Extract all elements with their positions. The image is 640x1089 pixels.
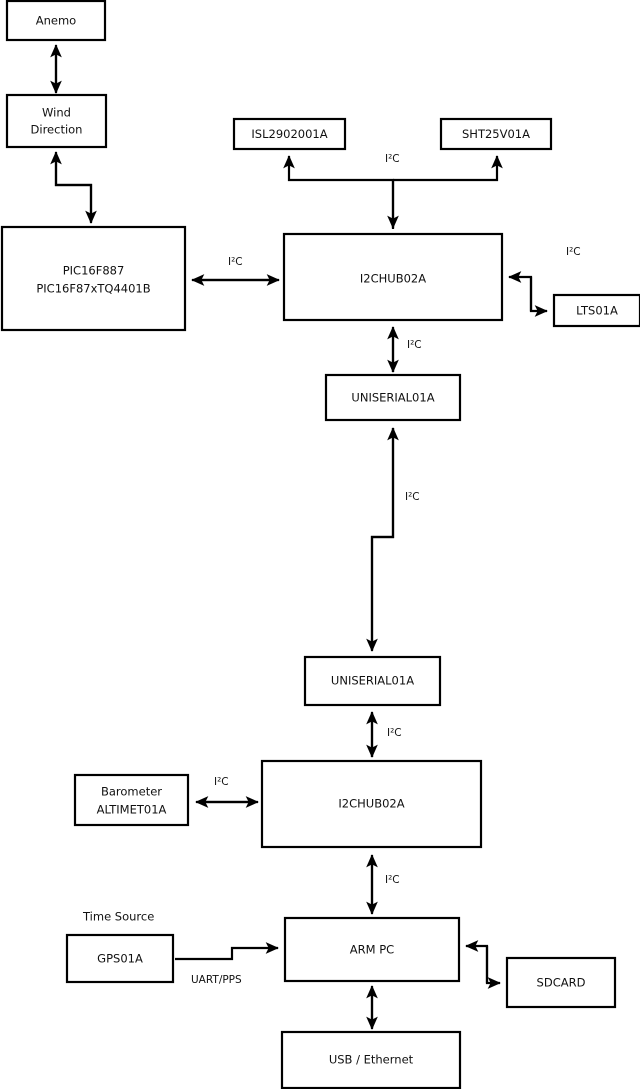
edge-arrow-up [50, 151, 93, 222]
label-time-source: Time Source [82, 910, 154, 924]
edge-armpc-sdcard [465, 940, 501, 989]
node-barometer[interactable]: Barometer ALTIMET01A [73, 773, 190, 827]
node-arm-pc[interactable]: ARM PC [283, 916, 461, 983]
edge-arrow-down [366, 428, 395, 652]
node-box[interactable] [65, 933, 175, 984]
node-label-wind-line2: Direction [31, 123, 83, 137]
edge-hub-top-uniserial: I²C [387, 326, 422, 373]
node-label-uniserial-top: UNISERIAL01A [351, 391, 434, 405]
node-gps01a[interactable]: GPS01A [65, 933, 175, 984]
node-label-barometer-line2: ALTIMET01A [97, 803, 167, 817]
node-box[interactable] [324, 373, 462, 422]
node-i2chub02a-bottom[interactable]: I2CHUB02A [260, 759, 483, 849]
edge-gps-armpc: UART/PPS [175, 942, 279, 986]
edge-pic-hub-top: I²C [191, 256, 280, 286]
node-uniserial01a-top[interactable]: UNISERIAL01A [324, 373, 462, 422]
node-box[interactable] [283, 916, 461, 983]
edge-label-hub-uniserial: I²C [407, 339, 422, 351]
node-isl2902001a[interactable]: ISL2902001A [232, 117, 347, 151]
node-lts01a[interactable]: LTS01A [552, 293, 640, 328]
edge-label-barometer-hub: I²C [214, 776, 229, 788]
edge-label-hub-sensors: I²C [385, 153, 400, 165]
node-usb-ethernet[interactable]: USB / Ethernet [280, 1030, 462, 1089]
node-label-sdcard: SDCARD [537, 976, 586, 990]
node-label-pic-line2: PIC16F87xTQ4401B [36, 282, 150, 296]
edge-arrow-to-sdcard [485, 946, 501, 989]
node-i2chub02a-top[interactable]: I2CHUB02A [282, 232, 504, 322]
edge-arrow-to-sht [393, 155, 503, 182]
node-pic-mcu[interactable]: PIC16F887 PIC16F87xTQ4401B [0, 225, 187, 332]
node-sht25v01a[interactable]: SHT25V01A [439, 117, 553, 151]
edge-arrow-to-hub [508, 271, 533, 311]
node-label-uniserial-bot: UNISERIAL01A [331, 674, 414, 688]
edge-label-hub-armpc: I²C [385, 874, 400, 886]
node-uniserial01a-bottom[interactable]: UNISERIAL01A [303, 655, 442, 707]
node-wind-direction[interactable]: Wind Direction [5, 93, 108, 149]
node-label-isl: ISL2902001A [251, 127, 327, 141]
node-anemo[interactable]: Anemo [5, 0, 107, 42]
node-box[interactable] [260, 759, 483, 849]
node-label-lts: LTS01A [576, 304, 618, 318]
node-label-pic-line1: PIC16F887 [63, 264, 125, 278]
node-sdcard[interactable]: SDCARD [505, 956, 617, 1009]
node-box[interactable] [5, 0, 107, 42]
node-box[interactable] [280, 1030, 462, 1089]
edge-hub-top-lts: I²C [508, 246, 581, 317]
edge-arrow-to-lts [529, 277, 548, 317]
node-label-usb: USB / Ethernet [329, 1053, 414, 1067]
node-label-barometer-line1: Barometer [101, 785, 162, 799]
edge-hub-bot-armpc: I²C [366, 854, 400, 915]
node-box[interactable] [0, 225, 187, 332]
node-label-anemo: Anemo [36, 14, 76, 28]
node-box[interactable] [552, 293, 640, 328]
node-box[interactable] [505, 956, 617, 1009]
node-label-hub-top: I2CHUB02A [360, 272, 426, 286]
node-box[interactable] [282, 232, 504, 322]
edge-uniserial-bot-hub: I²C [366, 711, 402, 758]
node-label-gps: GPS01A [97, 952, 143, 966]
edge-label-gps-armpc: UART/PPS [191, 974, 242, 986]
edge-barometer-hub-bot: I²C [195, 776, 259, 808]
edge-arrow-to-isl [283, 155, 395, 229]
edge-arrow-up [370, 427, 399, 650]
node-box[interactable] [439, 117, 553, 151]
node-label-hub-bot: I2CHUB02A [338, 797, 404, 811]
edge-hub-top-sensors: I²C [283, 153, 503, 229]
node-label-sht: SHT25V01A [462, 127, 530, 141]
node-box[interactable] [5, 93, 108, 149]
node-box[interactable] [73, 773, 190, 827]
edge-label-pic-hub: I²C [228, 256, 243, 268]
edge-arrow-right [175, 942, 279, 961]
node-box[interactable] [232, 117, 347, 151]
edge-wind-pic [50, 151, 97, 224]
edge-uniserial-link: I²C [366, 427, 420, 652]
edge-arrow-to-armpc [465, 940, 489, 983]
node-label-wind-line1: Wind [42, 106, 71, 120]
node-label-armpc: ARM PC [350, 943, 394, 957]
edge-label-uniserial-hub: I²C [387, 727, 402, 739]
edge-label-uniserial-link: I²C [405, 491, 420, 503]
node-box[interactable] [303, 655, 442, 707]
edge-label-hub-lts: I²C [566, 246, 581, 258]
edge-arrow-down [54, 155, 97, 224]
